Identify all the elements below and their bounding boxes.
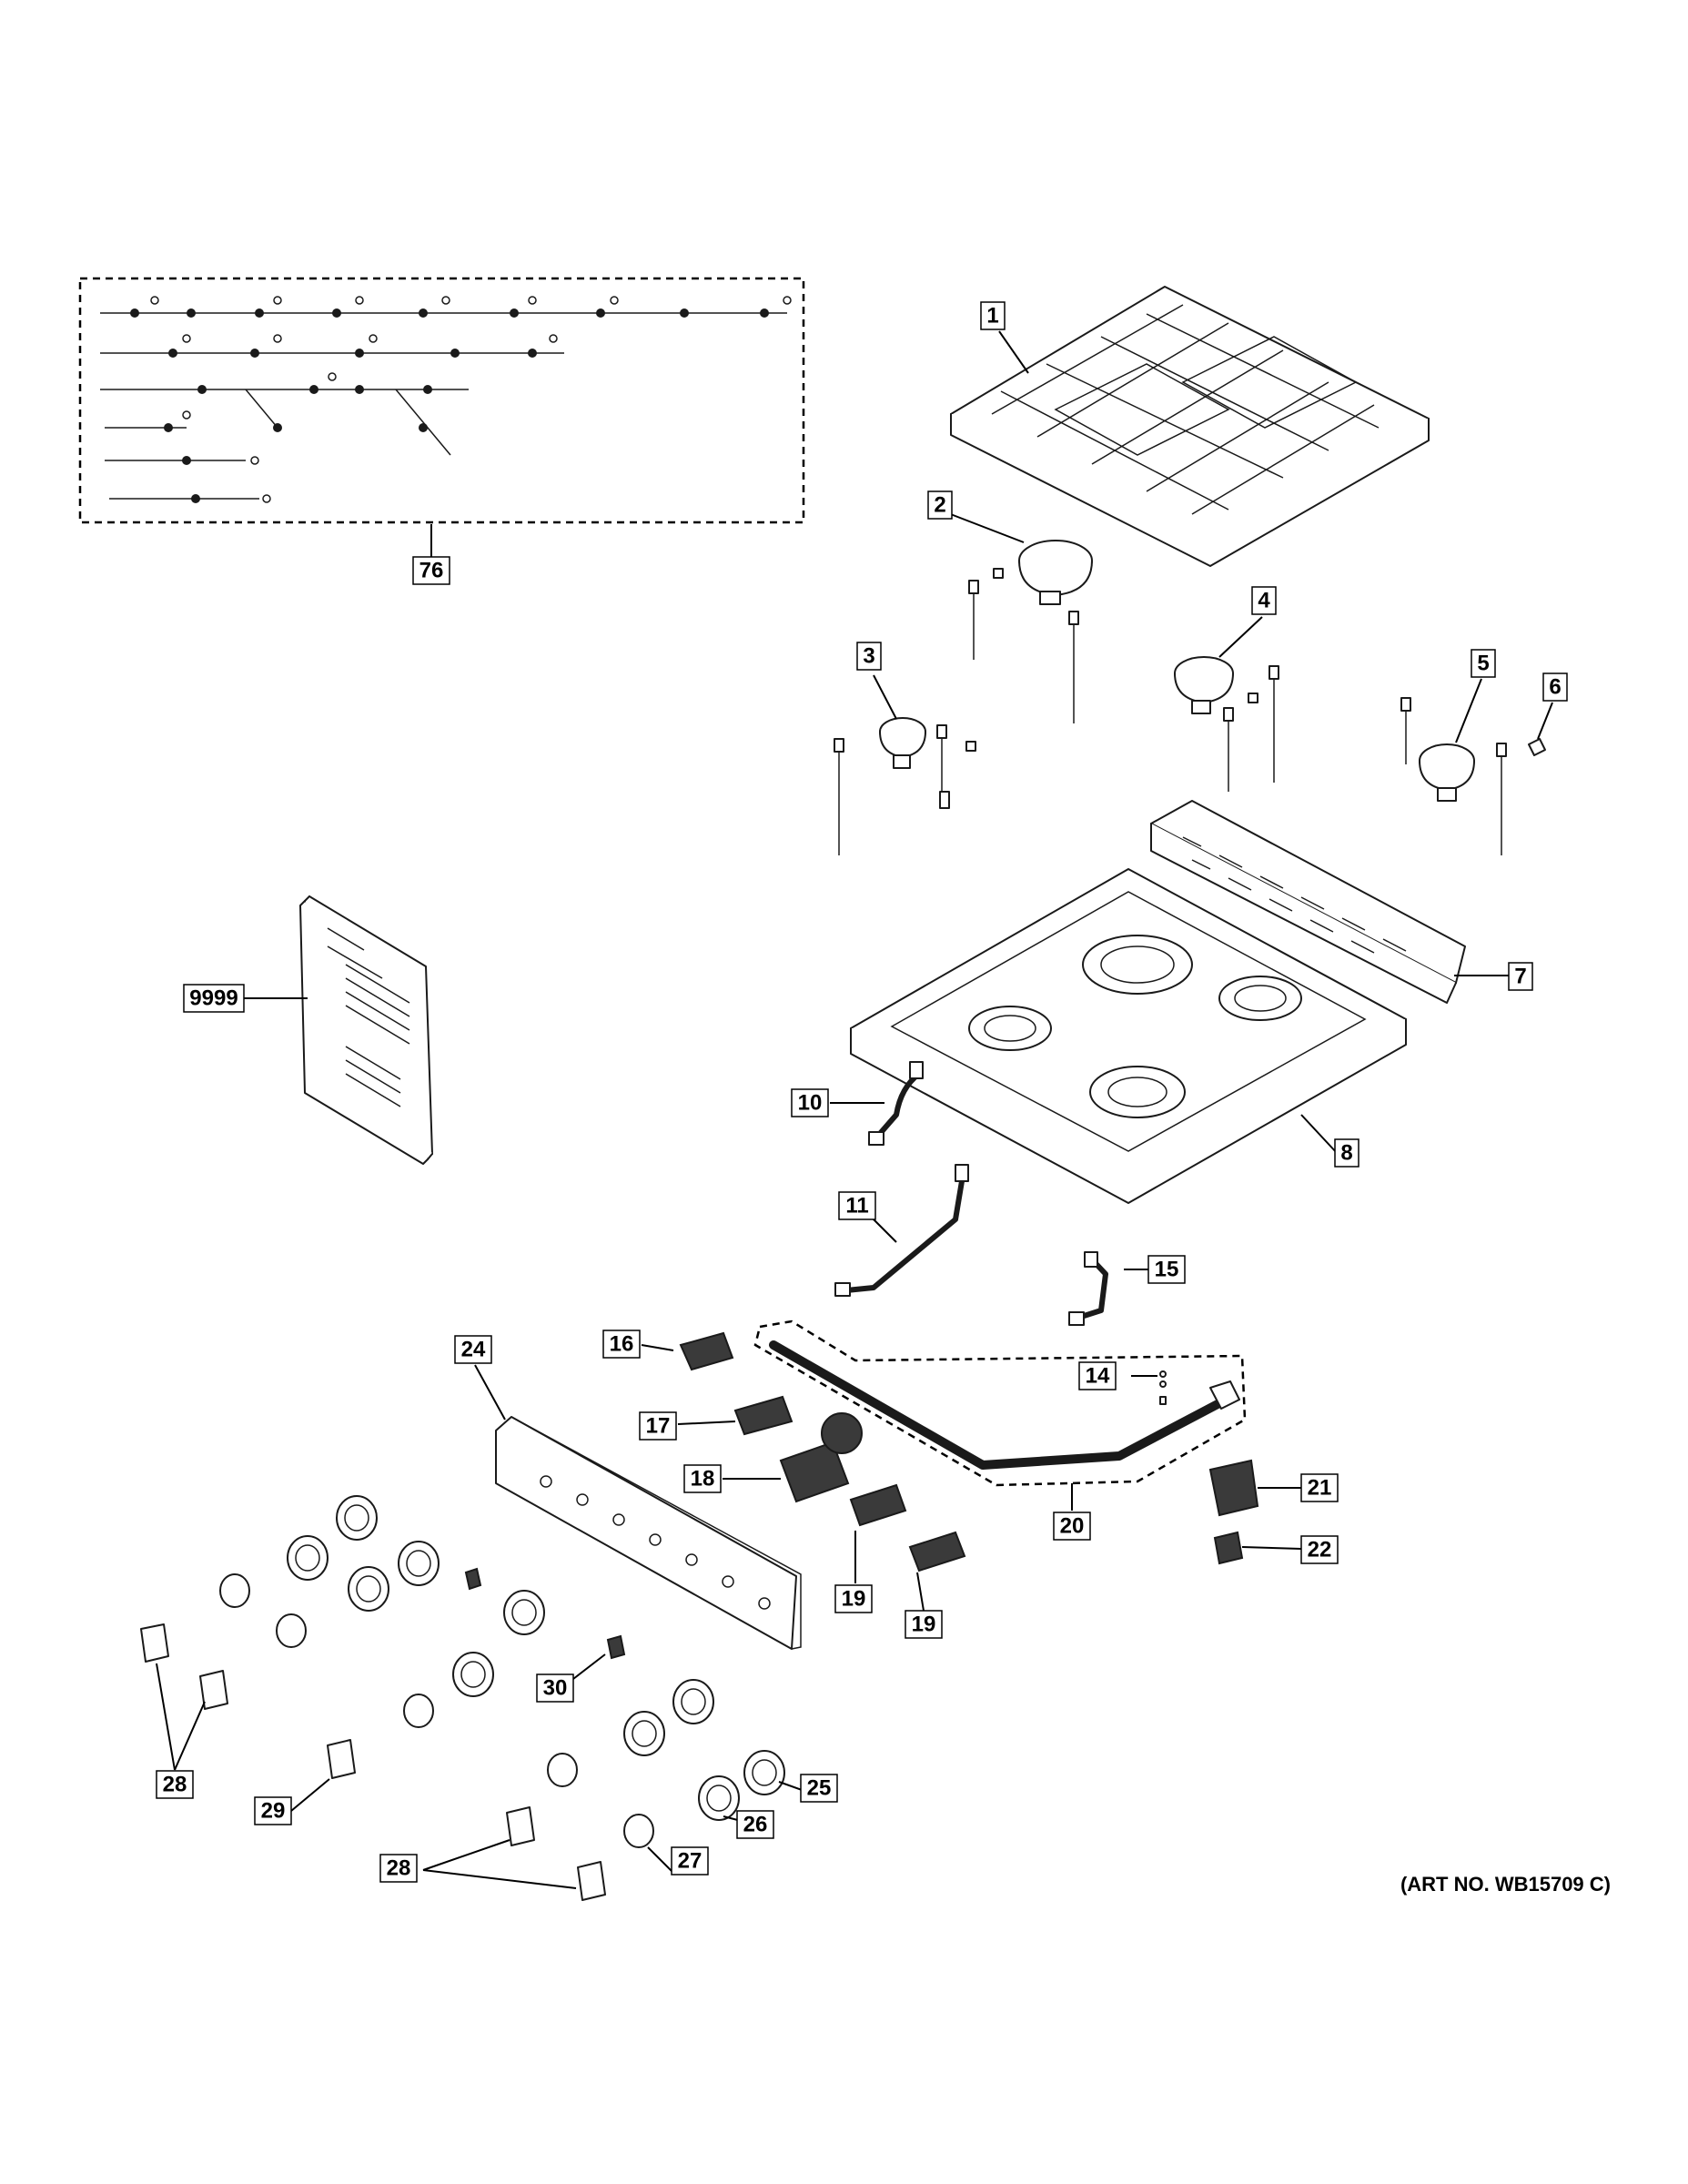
- callout-29: 29: [254, 1796, 292, 1825]
- manifold-assembly: [753, 1320, 1247, 1511]
- callout-14: 14: [1078, 1361, 1117, 1390]
- svg-text:28: 28: [387, 1856, 411, 1881]
- burner-small: [873, 674, 926, 769]
- callout-22: 22: [1300, 1535, 1339, 1564]
- control-knobs: [140, 1623, 606, 1901]
- valve-17: [677, 1395, 793, 1436]
- callout-76: 76: [412, 556, 450, 585]
- svg-text:17: 17: [646, 1414, 671, 1439]
- regulator-fitting: [1213, 1531, 1302, 1565]
- callout-9999: 9999: [183, 984, 245, 1013]
- pressure-regulator: [1208, 1459, 1301, 1517]
- svg-text:14: 14: [1086, 1364, 1110, 1389]
- callout-5: 5: [1471, 649, 1496, 678]
- knob-small-30: [464, 1567, 626, 1680]
- knob-leaders: [156, 1663, 815, 1889]
- svg-text:7: 7: [1514, 965, 1526, 989]
- backguard: [1150, 800, 1509, 1004]
- callout-25: 25: [800, 1774, 838, 1803]
- knob-bezels: [287, 1495, 785, 1821]
- svg-text:29: 29: [261, 1799, 286, 1824]
- valve-19-left: [849, 1483, 907, 1583]
- callout-16: 16: [602, 1330, 641, 1359]
- igniter-clip: [1528, 702, 1553, 756]
- callout-27: 27: [671, 1846, 709, 1876]
- svg-text:1: 1: [986, 304, 998, 329]
- svg-text:25: 25: [807, 1776, 832, 1801]
- svg-text:19: 19: [912, 1613, 936, 1637]
- callout-6: 6: [1542, 672, 1568, 702]
- gas-tube-long: [834, 1164, 969, 1297]
- callout-17: 17: [639, 1411, 677, 1441]
- svg-text:28: 28: [163, 1773, 187, 1797]
- svg-text:5: 5: [1477, 652, 1489, 676]
- valve-16: [641, 1331, 734, 1371]
- valve-19-right: [908, 1531, 966, 1612]
- callout-15: 15: [1147, 1255, 1186, 1284]
- callout-24: 24: [454, 1335, 492, 1364]
- burner-large: [947, 512, 1093, 605]
- callout-30: 30: [536, 1673, 574, 1703]
- svg-text:2: 2: [934, 493, 945, 518]
- cooktop: [850, 868, 1407, 1204]
- art-number: (ART NO. WB15709 C): [1400, 1873, 1611, 1896]
- gas-tube-right: [1068, 1251, 1148, 1326]
- callout-19-right: 19: [905, 1610, 943, 1639]
- callout-28-bottom: 28: [379, 1854, 418, 1883]
- svg-text:6: 6: [1549, 675, 1561, 700]
- callout-1: 1: [980, 301, 1006, 330]
- burner-medium-right: [1419, 678, 1482, 802]
- callout-26: 26: [736, 1810, 774, 1839]
- knob-rings: [219, 1573, 654, 1848]
- callout-3: 3: [856, 642, 882, 671]
- callout-28-top: 28: [156, 1770, 194, 1799]
- svg-text:30: 30: [543, 1676, 568, 1701]
- svg-text:20: 20: [1060, 1514, 1085, 1539]
- svg-text:9999: 9999: [189, 986, 238, 1011]
- svg-text:26: 26: [743, 1813, 768, 1837]
- svg-text:21: 21: [1308, 1476, 1332, 1501]
- svg-text:18: 18: [691, 1467, 715, 1491]
- control-panel: [474, 1364, 802, 1650]
- callout-20: 20: [1053, 1512, 1091, 1541]
- callout-8: 8: [1334, 1138, 1359, 1168]
- callout-4: 4: [1251, 586, 1277, 615]
- svg-text:4: 4: [1258, 589, 1270, 613]
- svg-text:22: 22: [1308, 1538, 1332, 1562]
- callout-18: 18: [683, 1464, 722, 1493]
- igniter-electrodes: [834, 568, 1507, 855]
- svg-text:27: 27: [678, 1849, 702, 1874]
- manifold-screws: [1131, 1370, 1167, 1405]
- svg-text:15: 15: [1155, 1258, 1179, 1282]
- svg-text:8: 8: [1340, 1141, 1352, 1166]
- svg-text:3: 3: [863, 644, 874, 669]
- owners-manual: [244, 895, 433, 1165]
- wire-harness-kit: [78, 277, 805, 557]
- svg-text:10: 10: [798, 1091, 823, 1116]
- callout-7: 7: [1508, 962, 1533, 991]
- svg-text:76: 76: [419, 559, 444, 583]
- callout-11: 11: [838, 1191, 876, 1220]
- burner-medium-left: [1174, 616, 1263, 714]
- gas-tube-short: [830, 1061, 924, 1146]
- svg-text:11: 11: [845, 1194, 868, 1218]
- callout-19-left: 19: [834, 1584, 873, 1613]
- svg-text:16: 16: [610, 1332, 634, 1357]
- callout-21: 21: [1300, 1473, 1339, 1502]
- svg-text:24: 24: [461, 1338, 486, 1362]
- svg-text:19: 19: [842, 1587, 866, 1612]
- callout-2: 2: [927, 490, 953, 520]
- valve-18: [723, 1412, 863, 1503]
- grate: [950, 286, 1430, 567]
- callout-10: 10: [791, 1088, 829, 1117]
